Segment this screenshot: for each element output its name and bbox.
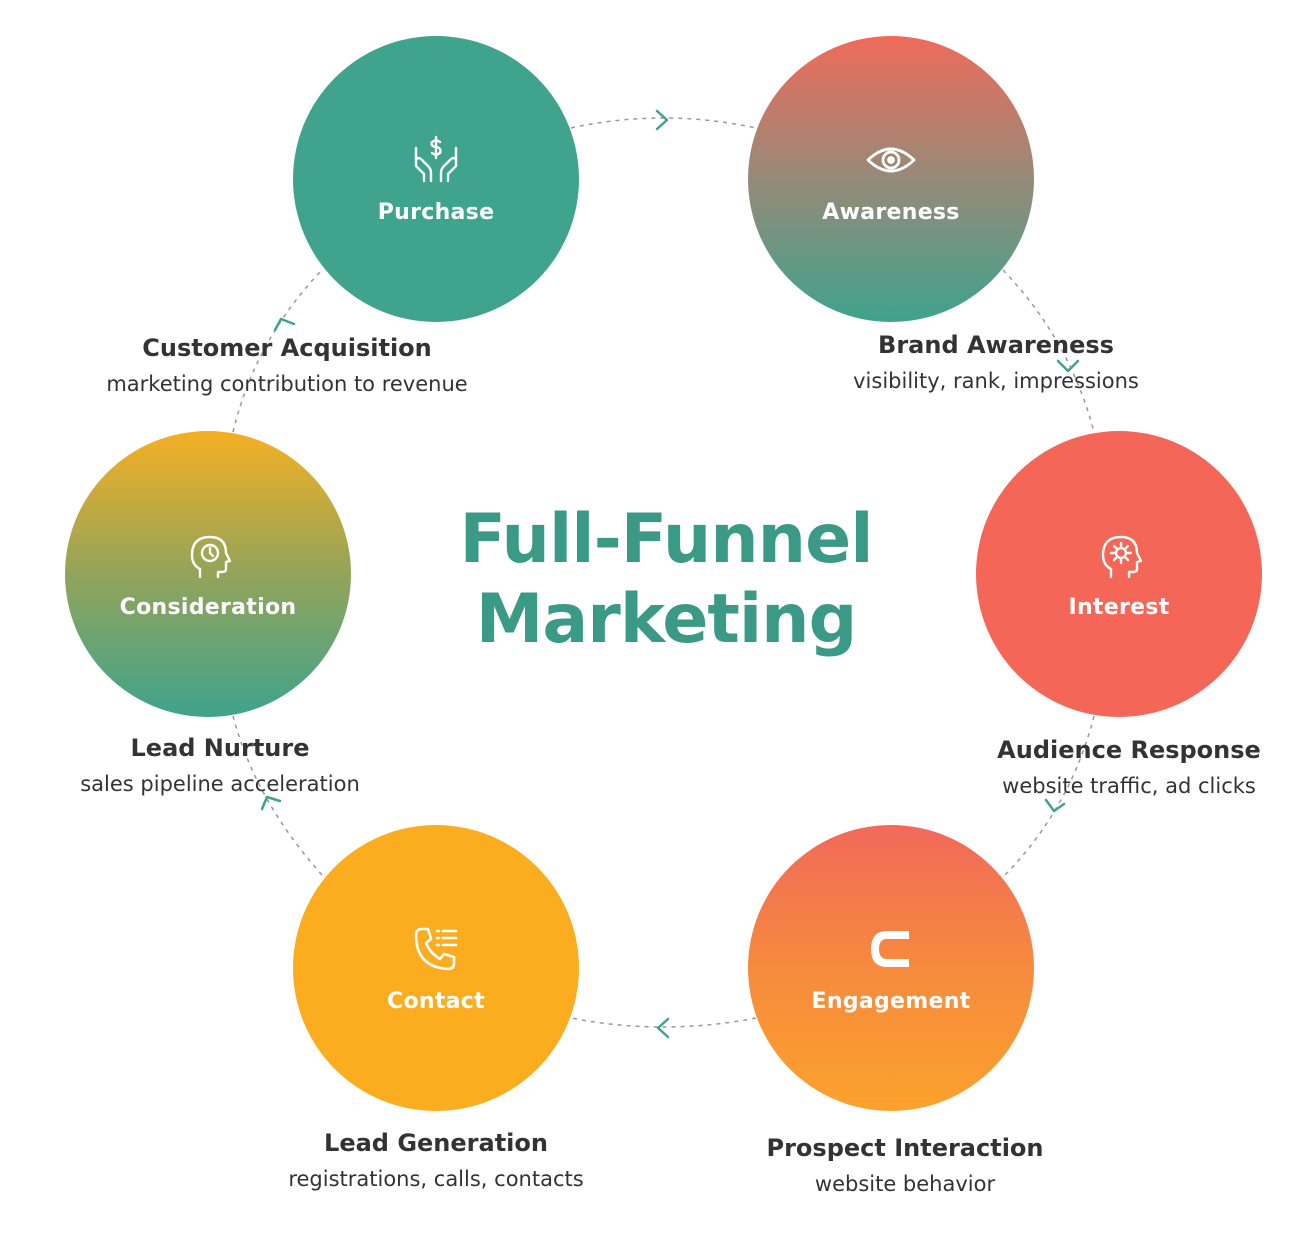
connector-consideration-purchase — [232, 269, 323, 433]
metric-title: Brand Awareness — [878, 331, 1114, 359]
metric-title: Audience Response — [997, 736, 1261, 764]
hands-dollar-icon — [414, 135, 458, 182]
title-line-1: Full-Funnel — [459, 500, 873, 579]
stage-purchase: Purchase — [293, 36, 579, 322]
arrow-purchase-awareness — [655, 109, 669, 131]
caption-purchase: Customer Acquisition marketing contribut… — [106, 333, 467, 399]
magnet-icon — [871, 930, 909, 967]
connector-interest-engagement — [1001, 715, 1095, 879]
eye-icon — [866, 147, 916, 172]
stage-label: Contact — [387, 988, 485, 1014]
phone-list-icon — [414, 927, 458, 970]
connector-awareness-interest — [1002, 269, 1095, 433]
stage-awareness: Awareness — [748, 36, 1034, 322]
head-clock-icon — [190, 535, 232, 578]
metric-description: website traffic, ad clicks — [1002, 774, 1256, 798]
stage-label: Consideration — [119, 594, 297, 620]
metric-description: registrations, calls, contacts — [288, 1167, 584, 1191]
metric-title: Prospect Interaction — [766, 1134, 1044, 1162]
caption-engagement: Prospect Interaction website behavior — [766, 1133, 1043, 1199]
arrow-consideration-purchase — [273, 317, 296, 332]
stage-interest: Interest — [976, 431, 1262, 717]
connector-contact-consideration — [232, 715, 323, 876]
caption-consideration: Lead Nurture sales pipeline acceleration — [80, 733, 360, 799]
title-line-2: Marketing — [475, 580, 858, 659]
head-gear-icon — [1101, 535, 1143, 578]
caption-contact: Lead Generation registrations, calls, co… — [288, 1128, 583, 1194]
page-title: Full-Funnel Marketing — [459, 500, 873, 660]
caption-awareness: Brand Awareness visibility, rank, impres… — [853, 330, 1139, 396]
stage-contact: Contact — [293, 825, 579, 1111]
caption-interest: Audience Response website traffic, ad cl… — [997, 735, 1261, 801]
connector-engagement-contact — [570, 1017, 757, 1028]
stage-label: Purchase — [377, 199, 495, 225]
stage-label: Interest — [1068, 594, 1170, 620]
metric-title: Lead Nurture — [130, 734, 310, 762]
metric-description: visibility, rank, impressions — [853, 369, 1139, 393]
stage-engagement: Engagement — [748, 825, 1034, 1111]
metric-description: website behavior — [814, 1172, 996, 1196]
arrow-awareness-interest — [1056, 359, 1080, 373]
stage-label: Awareness — [822, 199, 960, 225]
stage-label: Engagement — [811, 988, 971, 1014]
stage-consideration: Consideration — [65, 431, 351, 717]
metric-description: sales pipeline acceleration — [80, 772, 360, 796]
metric-title: Customer Acquisition — [142, 334, 432, 362]
arrow-contact-consideration — [260, 795, 282, 811]
arrow-interest-engagement — [1044, 798, 1066, 813]
metric-description: marketing contribution to revenue — [106, 372, 468, 396]
arrow-engagement-contact — [656, 1017, 670, 1039]
metric-title: Lead Generation — [324, 1129, 548, 1157]
